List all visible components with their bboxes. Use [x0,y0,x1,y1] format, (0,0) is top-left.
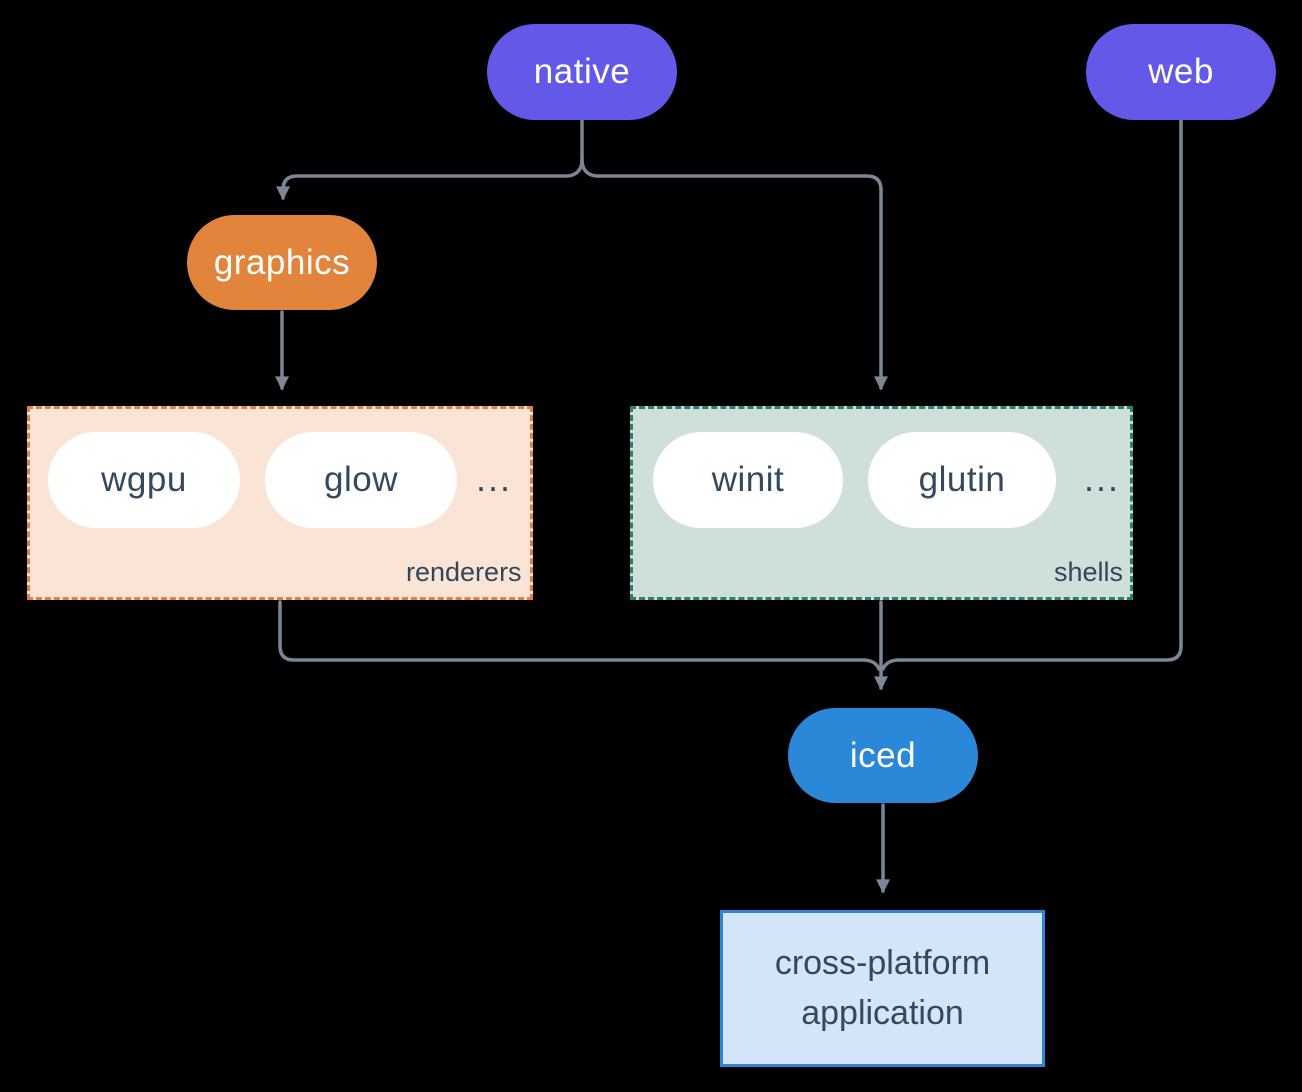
pill-winit: winit [653,432,843,528]
edge-native-graphics [276,158,584,201]
node-cross-platform-application: cross-platform application [720,910,1045,1067]
node-native-label: native [533,52,631,91]
pill-glow: glow [265,432,457,528]
node-graphics-label: graphics [213,242,351,282]
node-graphics: graphics [187,215,377,310]
pill-glutin-label: glutin [918,460,1006,499]
node-web: web [1086,24,1276,120]
node-iced: iced [788,708,978,803]
group-shells-label: shells [1054,557,1124,587]
edge-native-shells [580,158,888,391]
pill-winit-label: winit [711,460,785,499]
edge-renderers-merge [278,600,881,671]
pill-wgpu-label: wgpu [101,460,187,499]
shells-ellipsis: ... [1084,458,1121,499]
node-native: native [487,24,677,120]
group-renderers-label: renderers [406,557,522,587]
app-label-line1: cross-platform [774,944,991,983]
node-web-label: web [1148,52,1214,91]
pill-glutin: glutin [868,432,1056,528]
pill-wgpu: wgpu [48,432,240,528]
pill-glow-label: glow [324,460,398,499]
app-label-line2: application [801,993,964,1032]
node-iced-label: iced [849,735,917,775]
renderers-ellipsis: ... [476,458,513,499]
